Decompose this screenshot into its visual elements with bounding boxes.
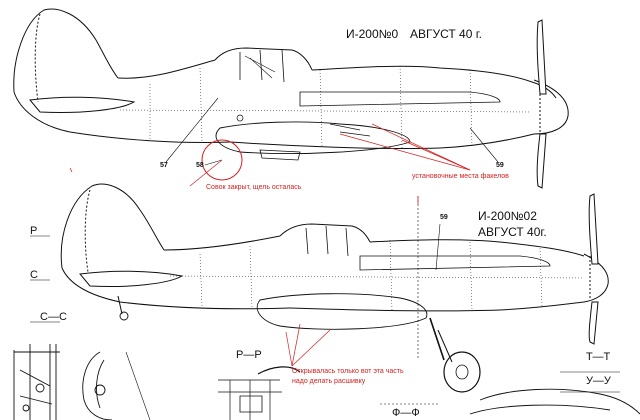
section-label-p-p: Р—Р [236,349,262,361]
section-label-u-u: У—У [586,375,611,387]
section-label-p: Р [30,225,38,237]
top-aircraft [13,8,569,189]
bottom-aircraft-model: И-200№02 [478,209,537,223]
section-details [13,235,640,420]
scoop-note: Совок закрыт, щель осталась [206,184,302,191]
section-label-s: С [30,269,38,281]
section-label-f-f: Ф—Ф [392,407,420,419]
bottom-aircraft-date: АВГУСТ 40г. [478,225,547,239]
opening-note-line2: надо делать расшивку [292,378,366,385]
section-label-t-t: Т—Т [586,351,611,363]
callout-59-bottom: 59 [440,214,448,221]
callout-58: 58 [196,162,204,169]
red-annotations [69,123,471,367]
section-label-s-s: С—С [40,311,67,323]
callout-59-top: 59 [496,162,504,169]
bottom-aircraft [60,183,609,393]
scoop-highlight-circle [201,139,243,181]
callout-57: 57 [160,162,168,169]
top-aircraft-date: АВГУСТ 40 г. [410,27,482,41]
exhaust-note: установочные места факелов [412,173,509,180]
top-aircraft-model: И-200№0 [346,27,399,41]
opening-note-line1: Открывалась только вот эта часть [292,368,404,375]
